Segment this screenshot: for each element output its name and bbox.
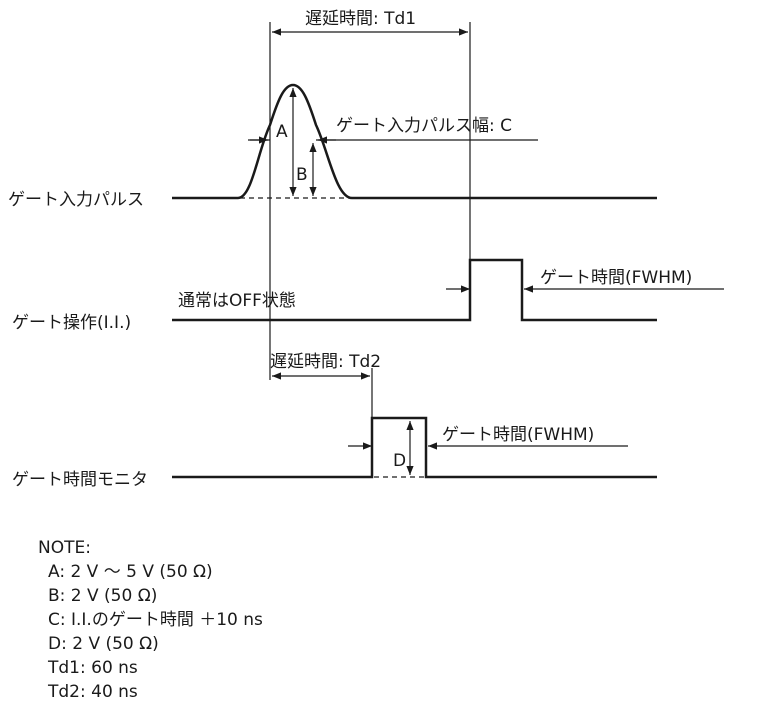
gate-time-fwhm-label-2: ゲート時間(FWHM) (442, 425, 594, 445)
notes-header: NOTE: (38, 538, 91, 558)
input-pulse-width-label: ゲート入力パルス幅: C (336, 116, 512, 136)
gate-input-pulse-waveform (172, 83, 657, 200)
normally-off-label: 通常はOFF状態 (178, 291, 296, 311)
signal-label-gate-input-pulse: ゲート入力パルス (8, 190, 144, 210)
note-item: C: I.I.のゲート時間 ＋10 ns (48, 610, 263, 630)
label-a: A (276, 122, 288, 142)
note-item: Td2: 40 ns (48, 682, 138, 702)
label-b: B (296, 165, 308, 185)
notes-section: NOTE: A: 2 V ～ 5 V (50 Ω) B: 2 V (50 Ω) … (38, 536, 263, 704)
note-item: D: 2 V (50 Ω) (48, 634, 159, 654)
signal-label-gate-time-monitor: ゲート時間モニタ (12, 470, 148, 490)
signal-label-gate-operation: ゲート操作(I.I.) (12, 313, 131, 333)
delay-td2-label: 遅延時間: Td2 (270, 352, 381, 372)
gate-operation-waveform (172, 258, 657, 322)
gate-monitor-waveform (172, 416, 657, 479)
note-item: A: 2 V ～ 5 V (50 Ω) (48, 562, 213, 582)
gate-time-fwhm-label-1: ゲート時間(FWHM) (540, 268, 692, 288)
note-item: B: 2 V (50 Ω) (48, 586, 158, 606)
note-item: Td1: 60 ns (48, 658, 138, 678)
label-d: D (393, 451, 406, 471)
delay-td1-label: 遅延時間: Td1 (305, 9, 416, 29)
